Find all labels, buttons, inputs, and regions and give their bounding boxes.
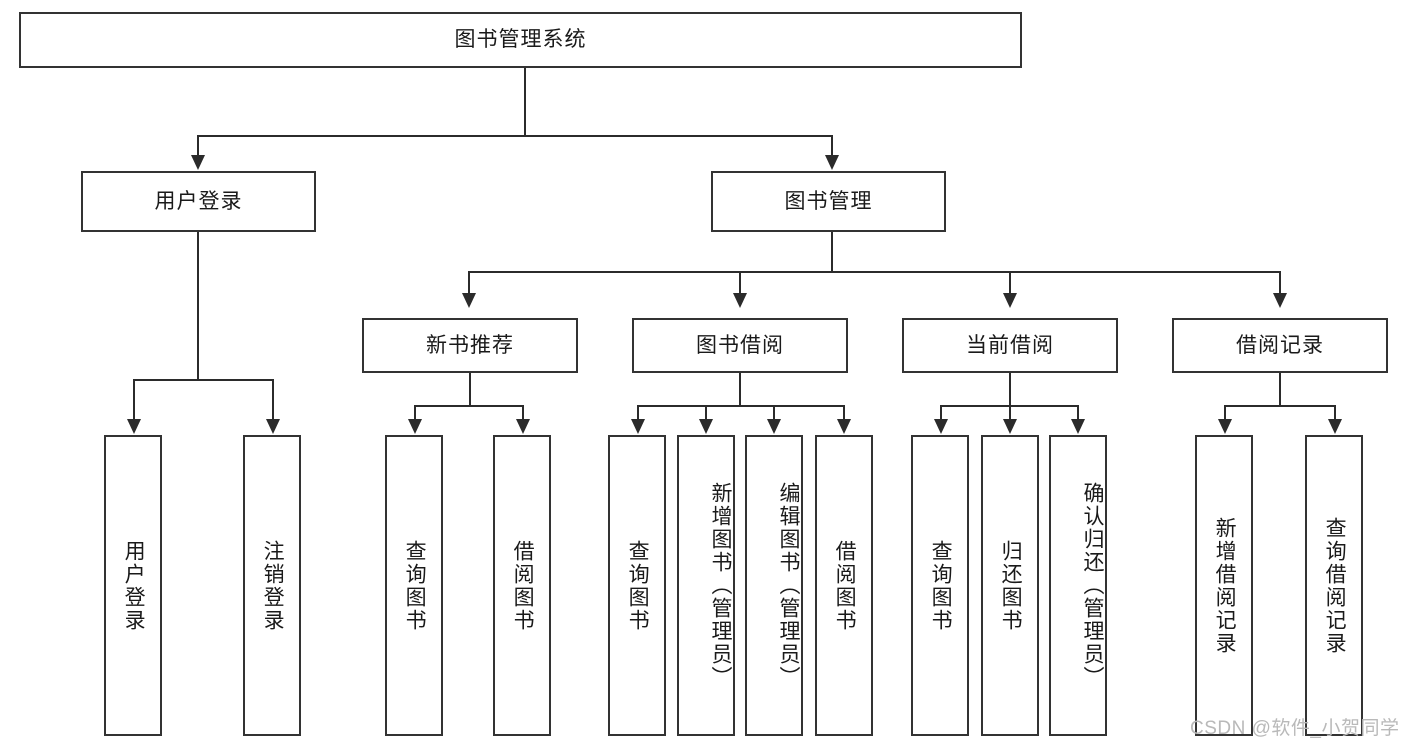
arrowhead-user-login-to-leaf-0	[127, 419, 141, 434]
leaf-new-book-1[interactable]: 借阅图书	[493, 435, 551, 736]
edge-root-to-book-management	[831, 135, 833, 157]
node-label: 注销登录	[261, 539, 285, 632]
arrowhead-new-book-to-leaf-1	[516, 419, 530, 434]
node-root-book-management-system[interactable]: 图书管理系统	[19, 12, 1022, 68]
node-label: 确认归还（管理员）	[1081, 482, 1104, 689]
leaf-book-borrow-3[interactable]: 借阅图书	[815, 435, 873, 736]
arrowhead-bb-to-leaf-0	[631, 419, 645, 434]
edge-bb-to-leaf-2	[773, 405, 775, 421]
edge-book-borrow-stem	[739, 373, 741, 406]
node-label: 当前借阅	[966, 333, 1054, 357]
arrowhead-bm-to-book-borrow	[733, 293, 747, 308]
edge-book-borrow-bus	[637, 405, 845, 407]
node-label: 用户登录	[154, 189, 243, 213]
node-label: 编辑图书（管理员）	[777, 482, 800, 689]
edge-root-stem	[524, 68, 526, 136]
edge-user-login-to-leaf-1	[272, 379, 274, 421]
leaf-current-borrow-1[interactable]: 归还图书	[981, 435, 1039, 736]
node-label: 借阅图书	[833, 539, 857, 632]
leaf-current-borrow-0[interactable]: 查询图书	[911, 435, 969, 736]
node-new-book-recommend[interactable]: 新书推荐	[362, 318, 578, 373]
edge-cb-to-leaf-0	[940, 405, 942, 421]
node-label: 用户登录	[122, 539, 146, 632]
edge-root-to-user-login	[197, 135, 199, 157]
arrowhead-new-book-to-leaf-0	[408, 419, 422, 434]
arrowhead-br-to-leaf-1	[1328, 419, 1342, 434]
node-label: 借阅图书	[511, 539, 535, 632]
leaf-user-login-1[interactable]: 注销登录	[243, 435, 301, 736]
node-book-management[interactable]: 图书管理	[711, 171, 946, 232]
arrowhead-cb-to-leaf-2	[1071, 419, 1085, 434]
node-borrow-records[interactable]: 借阅记录	[1172, 318, 1388, 373]
node-label: 查询图书	[626, 539, 650, 632]
edge-new-book-bus	[414, 405, 524, 407]
arrowhead-cb-to-leaf-1	[1003, 419, 1017, 434]
edge-bm-to-new-book	[468, 271, 470, 295]
arrowhead-cb-to-leaf-0	[934, 419, 948, 434]
edge-cb-to-leaf-2	[1077, 405, 1079, 421]
leaf-new-book-0[interactable]: 查询图书	[385, 435, 443, 736]
edge-book-management-stem	[831, 232, 833, 272]
node-label: 查询借阅记录	[1323, 516, 1347, 655]
arrowhead-br-to-leaf-0	[1218, 419, 1232, 434]
arrowhead-bm-to-borrow-records	[1273, 293, 1287, 308]
csdn-watermark: CSDN @软件_小贺同学	[1190, 718, 1400, 739]
node-user-login[interactable]: 用户登录	[81, 171, 316, 232]
leaf-borrow-records-1[interactable]: 查询借阅记录	[1305, 435, 1363, 736]
leaf-book-borrow-1[interactable]: 新增图书（管理员）	[677, 435, 735, 736]
node-book-borrow[interactable]: 图书借阅	[632, 318, 848, 373]
edge-root-bus	[197, 135, 833, 137]
leaf-borrow-records-0[interactable]: 新增借阅记录	[1195, 435, 1253, 736]
leaf-book-borrow-0[interactable]: 查询图书	[608, 435, 666, 736]
node-label: 新增图书（管理员）	[709, 482, 732, 689]
arrowhead-bm-to-current-borrow	[1003, 293, 1017, 308]
node-current-borrow[interactable]: 当前借阅	[902, 318, 1118, 373]
edge-bb-to-leaf-0	[637, 405, 639, 421]
arrowhead-user-login-to-leaf-1	[266, 419, 280, 434]
arrowhead-root-to-user-login	[191, 155, 205, 170]
edge-br-to-leaf-1	[1334, 405, 1336, 421]
edge-cb-to-leaf-1	[1009, 405, 1011, 421]
edge-bb-to-leaf-1	[705, 405, 707, 421]
arrowhead-bb-to-leaf-1	[699, 419, 713, 434]
edge-current-borrow-stem	[1009, 373, 1011, 406]
edge-borrow-records-bus	[1224, 405, 1336, 407]
edge-bb-to-leaf-3	[843, 405, 845, 421]
node-label: 新增借阅记录	[1213, 516, 1237, 655]
node-label: 新书推荐	[426, 333, 514, 357]
edge-bm-to-current-borrow	[1009, 271, 1011, 295]
arrowhead-bb-to-leaf-3	[837, 419, 851, 434]
node-label: 查询图书	[929, 539, 953, 632]
leaf-user-login-0[interactable]: 用户登录	[104, 435, 162, 736]
edge-new-book-stem	[469, 373, 471, 406]
arrowhead-root-to-book-management	[825, 155, 839, 170]
node-label: 图书管理系统	[454, 28, 587, 52]
arrowhead-bm-to-new-book	[462, 293, 476, 308]
edge-borrow-records-stem	[1279, 373, 1281, 406]
edge-br-to-leaf-0	[1224, 405, 1226, 421]
edge-new-book-to-leaf-0	[414, 405, 416, 421]
node-label: 归还图书	[999, 539, 1023, 632]
node-label: 图书借阅	[696, 333, 784, 357]
edge-book-management-bus	[468, 271, 1281, 273]
edge-user-login-bus	[133, 379, 274, 381]
node-label: 借阅记录	[1236, 333, 1324, 357]
edge-bm-to-book-borrow	[739, 271, 741, 295]
node-label: 查询图书	[403, 539, 427, 632]
leaf-book-borrow-2[interactable]: 编辑图书（管理员）	[745, 435, 803, 736]
edge-new-book-to-leaf-1	[522, 405, 524, 421]
edge-bm-to-borrow-records	[1279, 271, 1281, 295]
arrowhead-bb-to-leaf-2	[767, 419, 781, 434]
leaf-current-borrow-2[interactable]: 确认归还（管理员）	[1049, 435, 1107, 736]
node-label: 图书管理	[784, 189, 873, 213]
edge-user-login-to-leaf-0	[133, 379, 135, 421]
edge-user-login-stem	[197, 232, 199, 380]
